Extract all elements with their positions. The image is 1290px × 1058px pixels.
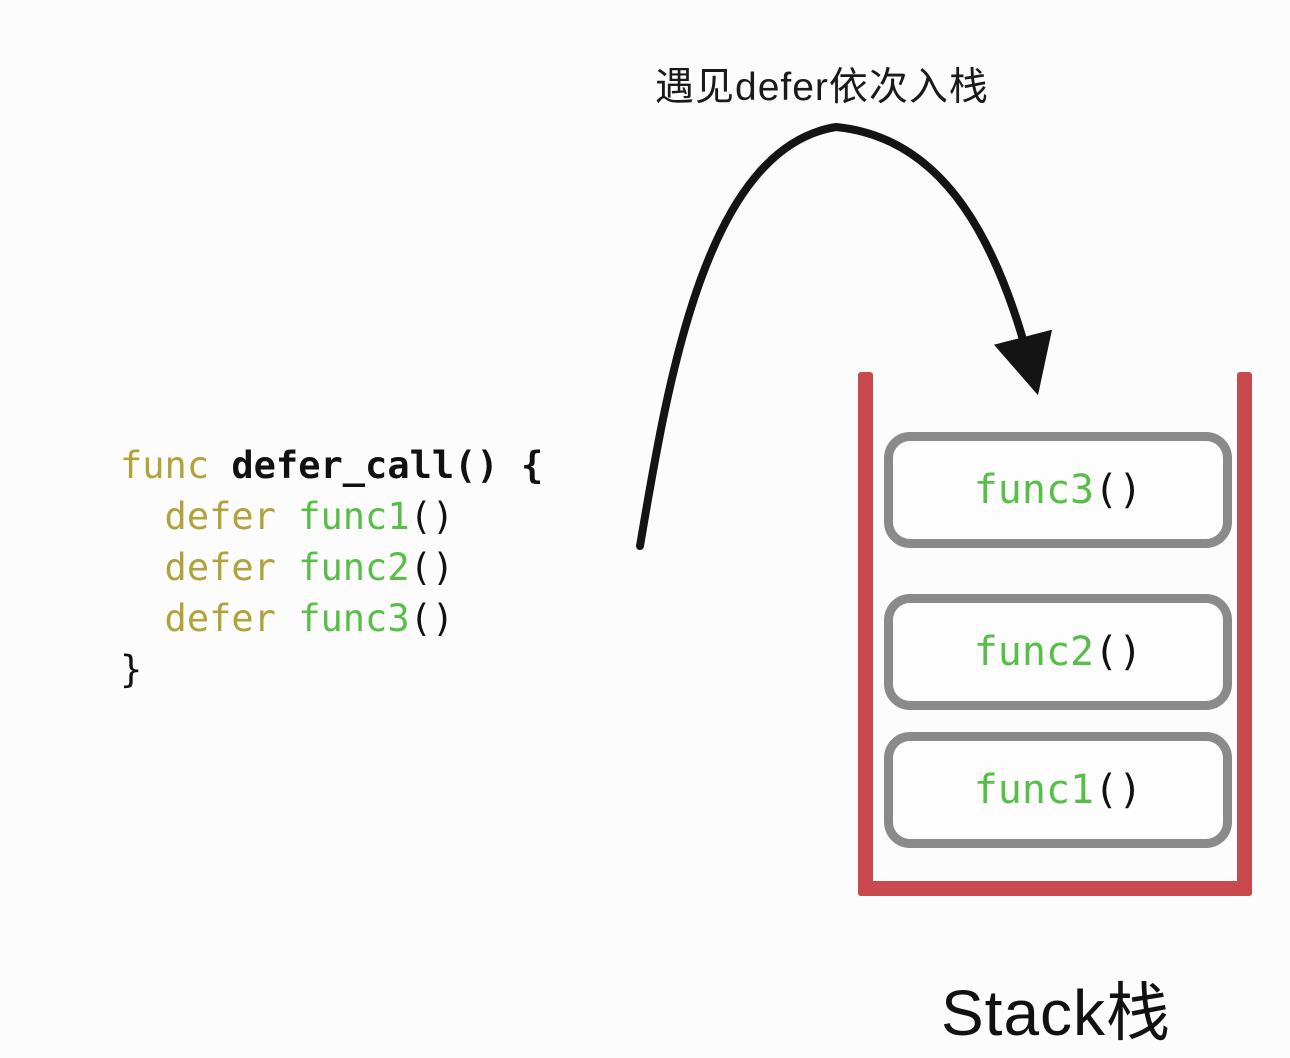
stack-right-wall xyxy=(1237,372,1252,896)
stack-item-parens: () xyxy=(1094,767,1143,813)
stack-bottom-wall xyxy=(858,881,1252,896)
code-keyword: defer xyxy=(120,546,299,589)
code-function-signature: defer_call() { xyxy=(209,444,544,487)
stack-item-parens: () xyxy=(1094,629,1143,675)
code-parens: () xyxy=(409,495,455,538)
code-keyword: defer xyxy=(120,495,299,538)
stack-item-parens: () xyxy=(1094,467,1143,513)
code-line-1: func defer_call() { xyxy=(120,440,543,491)
code-keyword: func xyxy=(120,444,210,487)
stack-item-func2: func2() xyxy=(884,594,1232,710)
code-closing-brace: } xyxy=(120,648,143,691)
code-line-4: defer func3() xyxy=(120,593,543,644)
stack-item-label: func3 xyxy=(973,467,1095,513)
stack-left-wall xyxy=(858,372,873,896)
code-function-name: func2 xyxy=(298,546,410,589)
code-function-name: func3 xyxy=(298,597,410,640)
stack-item-label: func2 xyxy=(973,629,1095,675)
stack-item-func1: func1() xyxy=(884,732,1232,848)
code-line-3: defer func2() xyxy=(120,542,543,593)
code-line-2: defer func1() xyxy=(120,491,543,542)
code-block: func defer_call() { defer func1() defer … xyxy=(120,440,543,695)
stack-label: Stack栈 xyxy=(940,977,1172,1049)
code-line-5: } xyxy=(120,644,543,695)
code-parens: () xyxy=(409,597,455,640)
stack-item-func3: func3() xyxy=(884,432,1232,548)
code-function-name: func1 xyxy=(298,495,410,538)
annotation-title: 遇见defer依次入栈 xyxy=(655,66,989,109)
code-parens: () xyxy=(409,546,455,589)
stack-item-label: func1 xyxy=(973,767,1095,813)
code-keyword: defer xyxy=(120,597,299,640)
